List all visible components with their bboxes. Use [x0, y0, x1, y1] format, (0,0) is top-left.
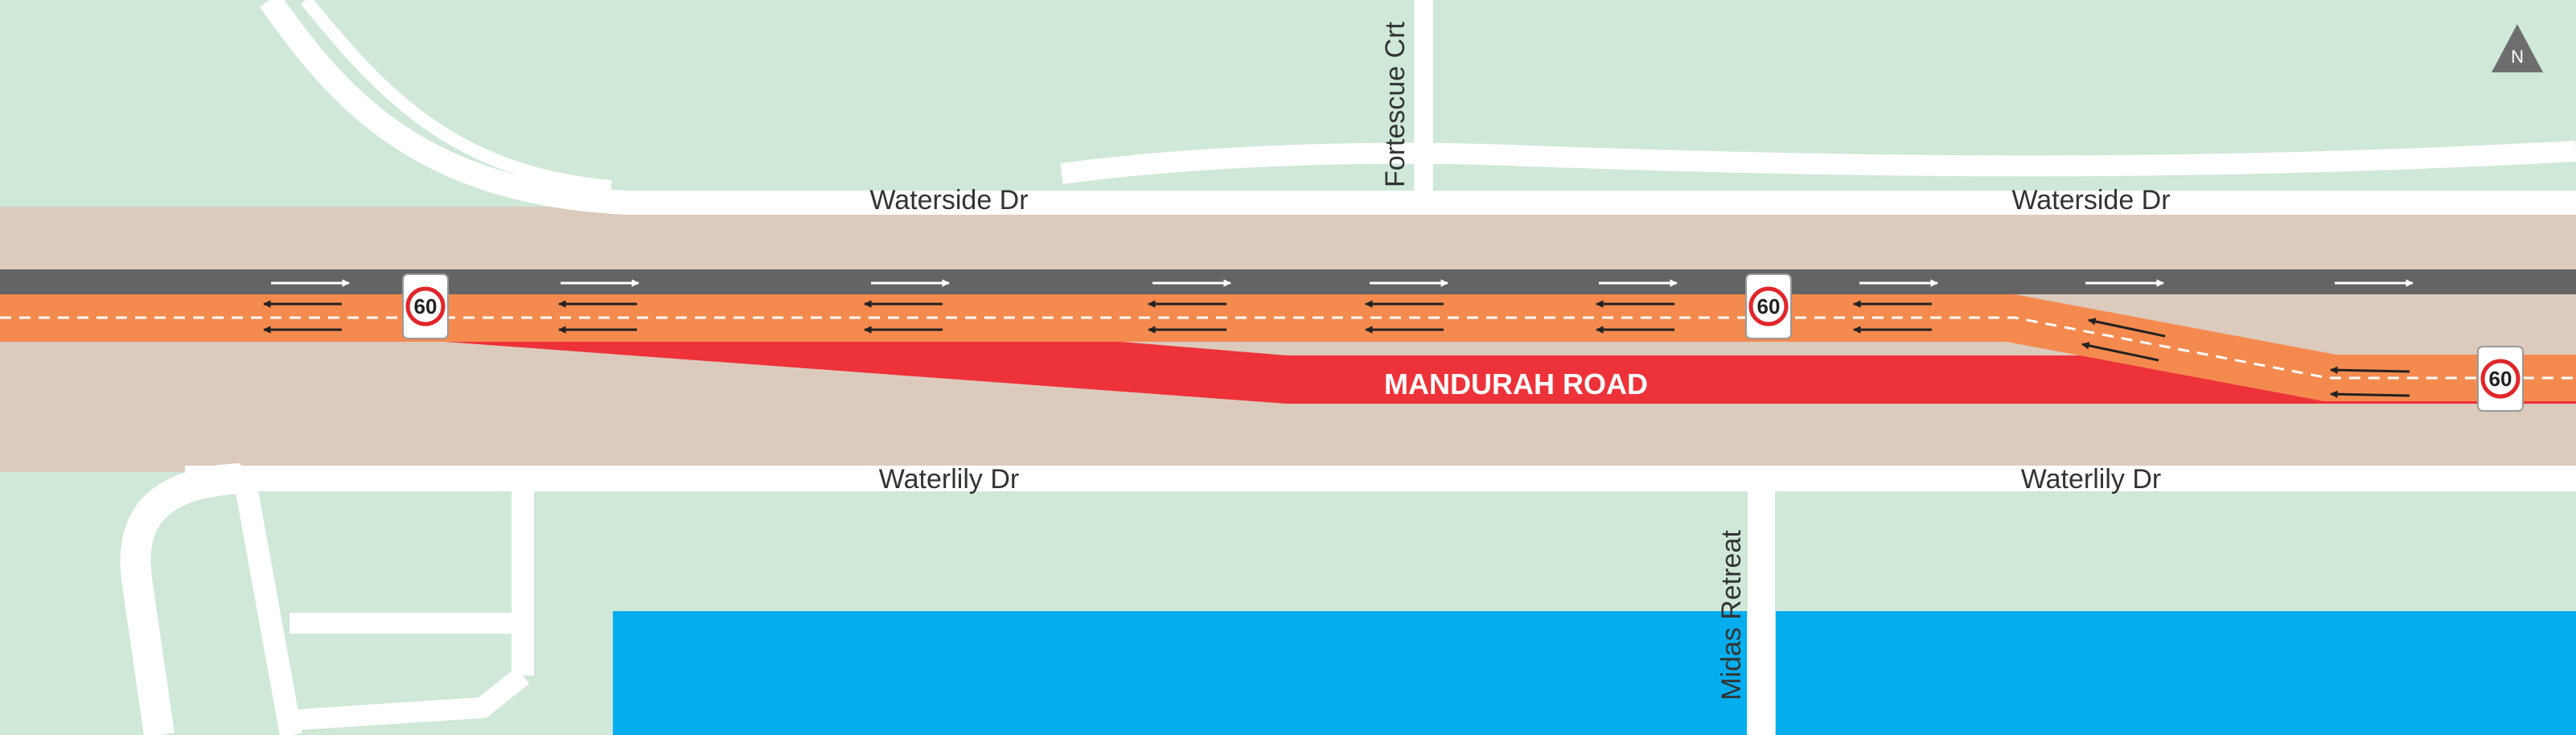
closed-section: [434, 338, 2576, 404]
main-road-label: MANDURAH ROAD: [1384, 368, 1648, 400]
speed-sign: 60: [402, 273, 449, 339]
lake-west: [613, 611, 1747, 735]
street-label-waterlily-east: Waterlily Dr: [2021, 464, 2161, 495]
speed-limit-value: 60: [1757, 294, 1781, 318]
arrow-left-icon: [2330, 390, 2410, 398]
speed-limit-value: 60: [414, 294, 438, 318]
arrow-left-icon: [2330, 366, 2410, 374]
north-arrow-icon: N: [2492, 24, 2543, 72]
arrow-left-icon: [2081, 342, 2159, 362]
waterside-dr-road: [259, 0, 2576, 215]
street-label-fortescue: Fortescue Crt: [1380, 21, 1411, 187]
north-label: N: [2511, 47, 2524, 67]
street-label-waterside-west: Waterside Dr: [869, 185, 1028, 216]
street-label-waterlily-west: Waterlily Dr: [879, 464, 1019, 495]
contraflow-arrows: [263, 300, 2410, 398]
speed-sign: 60: [2477, 346, 2524, 412]
street-label-waterside-east: Waterside Dr: [2011, 185, 2170, 216]
lane-centre-line: [0, 316, 2576, 380]
street-label-midas: Midas Retreat: [1716, 530, 1747, 700]
arrow-left-icon: [2088, 318, 2166, 338]
lake-east: [1776, 611, 2576, 735]
speed-limit-value: 60: [2489, 367, 2512, 391]
speed-sign: 60: [1745, 273, 1792, 339]
waterlily-dr-road: [120, 463, 2576, 735]
temporary-lanes: [0, 294, 2576, 401]
northbound-carriageway: [0, 269, 2576, 294]
